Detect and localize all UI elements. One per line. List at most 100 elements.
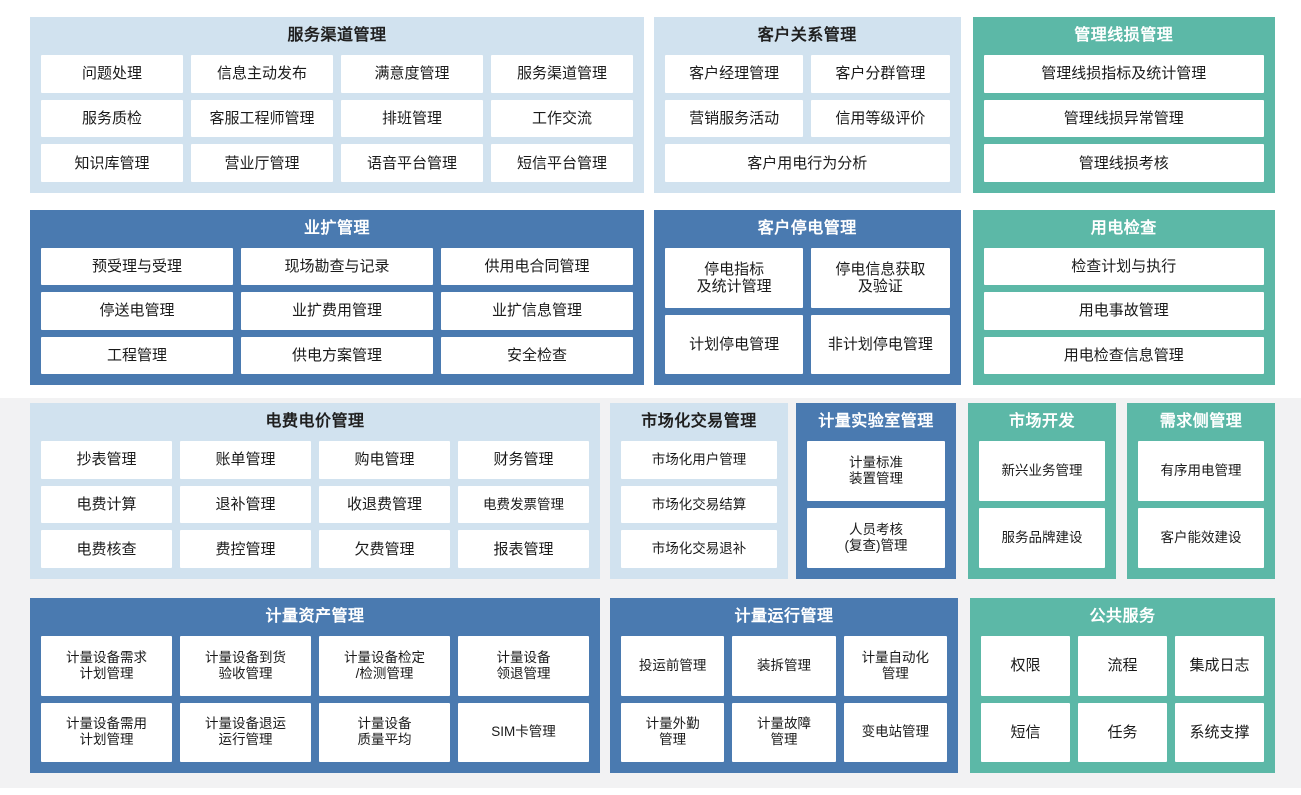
tile-row: 问题处理 信息主动发布 满意度管理 服务渠道管理 <box>41 55 633 93</box>
tile-item[interactable]: 营业厅管理 <box>191 144 333 183</box>
tile-item[interactable]: 报表管理 <box>458 530 589 569</box>
tile-item[interactable]: 客户分群管理 <box>811 55 950 93</box>
tile-item[interactable]: 现场勘查与记录 <box>241 248 433 286</box>
tile-item[interactable]: 供用电合同管理 <box>441 248 633 286</box>
tile-item[interactable]: 客户能效建设 <box>1138 508 1264 568</box>
tile-item[interactable]: 客户经理管理 <box>664 55 804 93</box>
panel-tariff[interactable]: 电费电价管理 抄表管理 账单管理 购电管理 财务管理 电费计算 退补管理 收退费… <box>30 403 600 579</box>
tile-item[interactable]: 业扩费用管理 <box>241 292 433 330</box>
tile-item[interactable]: 检查计划与执行 <box>983 248 1265 286</box>
tile-item[interactable]: 流程 <box>1078 636 1167 696</box>
panel-line-loss[interactable]: 管理线损管理 管理线损指标及统计管理 管理线损异常管理 管理线损考核 <box>972 17 1276 193</box>
tile-item[interactable]: 计量设备 质量平均 <box>319 702 450 762</box>
tile-item[interactable]: 服务质检 <box>41 99 183 138</box>
tile-item[interactable]: 计量设备需用 计划管理 <box>41 702 172 762</box>
tile-item[interactable]: 知识库管理 <box>41 144 183 183</box>
tile-item[interactable]: 用电检查信息管理 <box>983 336 1265 374</box>
tile-item[interactable]: 市场化交易结算 <box>621 485 777 524</box>
tile-item[interactable]: 抄表管理 <box>41 441 172 479</box>
tile-item[interactable]: 信息主动发布 <box>191 55 333 93</box>
tile-item[interactable]: 工程管理 <box>41 336 233 374</box>
tile-item[interactable]: 系统支撑 <box>1175 702 1264 762</box>
tile-item[interactable]: 短信平台管理 <box>491 144 633 183</box>
tile-item[interactable]: 满意度管理 <box>341 55 483 93</box>
tile-item[interactable]: 服务渠道管理 <box>491 55 633 93</box>
tile-item[interactable]: 排班管理 <box>341 99 483 138</box>
panel-market-development[interactable]: 市场开发 新兴业务管理 服务品牌建设 <box>968 403 1116 579</box>
tile-item[interactable]: 欠费管理 <box>319 530 450 569</box>
tile-item[interactable]: 管理线损考核 <box>983 144 1265 183</box>
tile-item[interactable]: 停电信息获取 及验证 <box>811 248 950 308</box>
tile-item[interactable]: 电费计算 <box>41 485 172 524</box>
tile-item[interactable]: 问题处理 <box>41 55 183 93</box>
tile-item[interactable]: 停送电管理 <box>41 292 233 330</box>
panel-customer-outage[interactable]: 客户停电管理 停电指标 及统计管理 停电信息获取 及验证 计划停电管理 非计划停… <box>653 210 961 385</box>
tile-item[interactable]: 装拆管理 <box>732 636 836 696</box>
tile-item[interactable]: 投运前管理 <box>621 636 725 696</box>
tile-item[interactable]: 市场化用户管理 <box>621 441 777 479</box>
tile-item[interactable]: 有序用电管理 <box>1138 441 1264 501</box>
tile-item[interactable]: 计量标准 装置管理 <box>807 441 945 501</box>
tile-item[interactable]: 财务管理 <box>458 441 589 479</box>
tile-grid: 预受理与受理 现场勘查与记录 供用电合同管理 停送电管理 业扩费用管理 业扩信息… <box>41 248 633 374</box>
panel-market-trade[interactable]: 市场化交易管理 市场化用户管理 市场化交易结算 市场化交易退补 <box>610 403 788 579</box>
panel-customer-relations[interactable]: 客户关系管理 客户经理管理 客户分群管理 营销服务活动 信用等级评价 客户用电行… <box>653 17 961 193</box>
tile-item[interactable]: 购电管理 <box>319 441 450 479</box>
tile-item[interactable]: 计量故障 管理 <box>732 702 836 762</box>
tile-item[interactable]: 计量自动化 管理 <box>843 636 947 696</box>
tile-item[interactable]: 工作交流 <box>491 99 633 138</box>
tile-item[interactable]: 客户用电行为分析 <box>664 144 950 183</box>
tile-item[interactable]: 安全检查 <box>441 336 633 374</box>
panel-demand-side[interactable]: 需求侧管理 有序用电管理 客户能效建设 <box>1127 403 1275 579</box>
tile-item[interactable]: 计量设备退运 运行管理 <box>180 702 311 762</box>
panel-power-inspection[interactable]: 用电检查 检查计划与执行 用电事故管理 用电检查信息管理 <box>972 210 1276 385</box>
tile-row: 权限 流程 集成日志 <box>981 636 1264 696</box>
tile-item[interactable]: 账单管理 <box>180 441 311 479</box>
tile-item[interactable]: 计量外勤 管理 <box>621 702 725 762</box>
tile-item[interactable]: 信用等级评价 <box>811 99 950 138</box>
panel-metering-lab[interactable]: 计量实验室管理 计量标准 装置管理 人员考核 (复查)管理 <box>796 403 956 579</box>
tile-item[interactable]: 预受理与受理 <box>41 248 233 286</box>
tile-item[interactable]: 服务品牌建设 <box>979 508 1105 568</box>
tile-item[interactable]: 收退费管理 <box>319 485 450 524</box>
tile-item[interactable]: 客服工程师管理 <box>191 99 333 138</box>
panel-service-channel[interactable]: 服务渠道管理 问题处理 信息主动发布 满意度管理 服务渠道管理 服务质检 客服工… <box>30 17 644 193</box>
tile-row: 知识库管理 营业厅管理 语音平台管理 短信平台管理 <box>41 144 633 183</box>
panel-public-service[interactable]: 公共服务 权限 流程 集成日志 短信 任务 系统支撑 <box>970 598 1275 773</box>
tile-item[interactable]: SIM卡管理 <box>458 702 589 762</box>
tile-item[interactable]: 计量设备到货 验收管理 <box>180 636 311 696</box>
tile-item[interactable]: 营销服务活动 <box>664 99 804 138</box>
tile-item[interactable]: 业扩信息管理 <box>441 292 633 330</box>
tile-item[interactable]: 用电事故管理 <box>983 292 1265 330</box>
tile-row: 客户用电行为分析 <box>664 144 950 183</box>
tile-item[interactable]: 权限 <box>981 636 1070 696</box>
tile-row: 服务质检 客服工程师管理 排班管理 工作交流 <box>41 99 633 138</box>
tile-item[interactable]: 计量设备 领退管理 <box>458 636 589 696</box>
tile-item[interactable]: 变电站管理 <box>843 702 947 762</box>
tile-item[interactable]: 电费发票管理 <box>458 485 589 524</box>
tile-item[interactable]: 计划停电管理 <box>664 314 804 374</box>
tile-row: 管理线损考核 <box>983 144 1265 183</box>
panel-metering-assets[interactable]: 计量资产管理 计量设备需求 计划管理 计量设备到货 验收管理 计量设备检定 /检… <box>30 598 600 773</box>
tile-item[interactable]: 集成日志 <box>1175 636 1264 696</box>
tile-item[interactable]: 市场化交易退补 <box>621 530 777 569</box>
tile-item[interactable]: 停电指标 及统计管理 <box>664 248 804 308</box>
tile-item[interactable]: 人员考核 (复查)管理 <box>807 508 945 568</box>
tile-item[interactable]: 管理线损异常管理 <box>983 99 1265 138</box>
tile-item[interactable]: 退补管理 <box>180 485 311 524</box>
tile-item[interactable]: 新兴业务管理 <box>979 441 1105 501</box>
tile-item[interactable]: 电费核查 <box>41 530 172 569</box>
tile-item[interactable]: 管理线损指标及统计管理 <box>983 55 1265 93</box>
tile-item[interactable]: 语音平台管理 <box>341 144 483 183</box>
tile-item[interactable]: 任务 <box>1078 702 1167 762</box>
tile-item[interactable]: 费控管理 <box>180 530 311 569</box>
tile-item[interactable]: 供电方案管理 <box>241 336 433 374</box>
tile-item[interactable]: 计量设备检定 /检测管理 <box>319 636 450 696</box>
tile-item[interactable]: 非计划停电管理 <box>811 314 950 374</box>
panel-expansion[interactable]: 业扩管理 预受理与受理 现场勘查与记录 供用电合同管理 停送电管理 业扩费用管理… <box>30 210 644 385</box>
row-4: 计量资产管理 计量设备需求 计划管理 计量设备到货 验收管理 计量设备检定 /检… <box>30 598 1275 773</box>
panel-title-customer-relations: 客户关系管理 <box>757 27 857 44</box>
tile-item[interactable]: 短信 <box>981 702 1070 762</box>
tile-item[interactable]: 计量设备需求 计划管理 <box>41 636 172 696</box>
panel-metering-operation[interactable]: 计量运行管理 投运前管理 装拆管理 计量自动化 管理 计量外勤 管理 计量故障 … <box>610 598 958 773</box>
